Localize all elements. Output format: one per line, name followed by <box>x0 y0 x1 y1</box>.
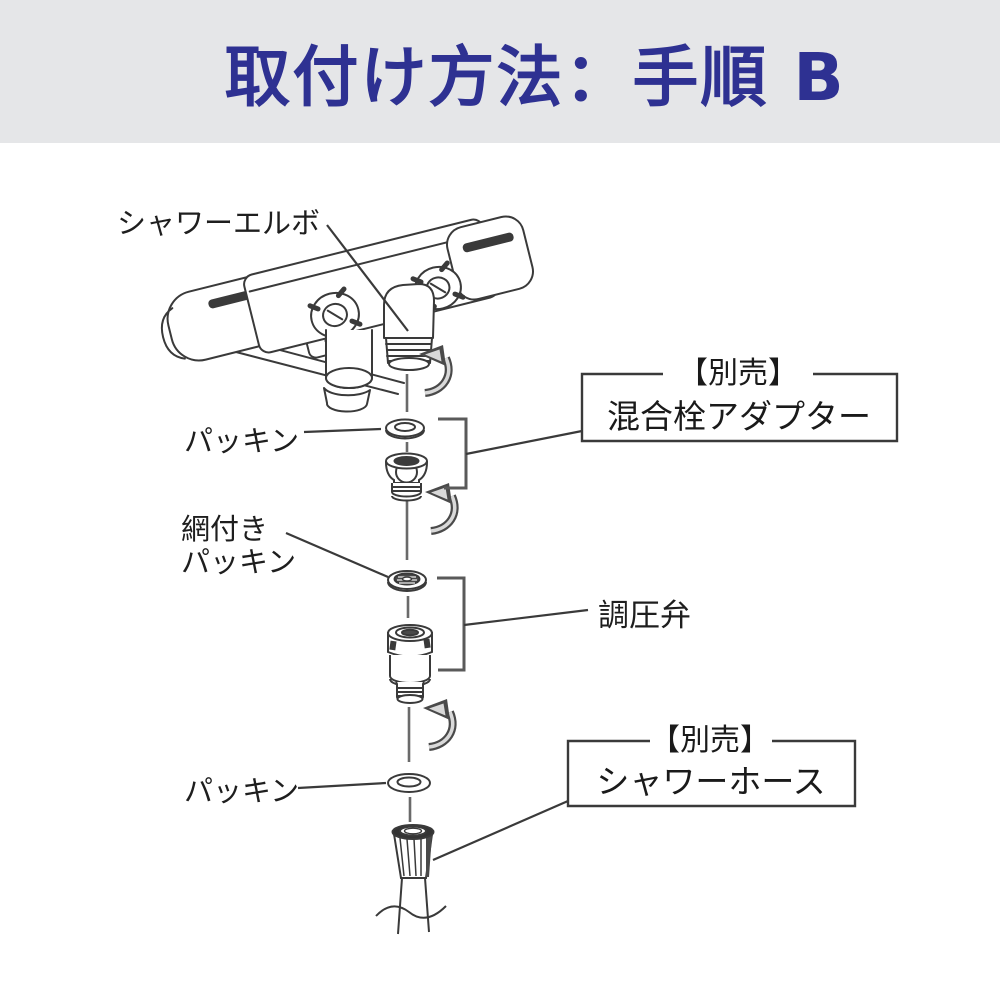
connector-adapter-box <box>465 429 583 456</box>
leader-mesh-packing <box>285 531 389 579</box>
connector-valve-label <box>463 608 589 627</box>
leader-packing-bottom <box>297 781 387 790</box>
mesh-packing-drawing <box>387 570 427 592</box>
label-shower-elbow: シャワーエルボ <box>117 206 320 240</box>
leader-shower-elbow <box>326 224 409 332</box>
bracket-adapter-group <box>438 417 468 490</box>
callout-box-hose: 【別売】 シャワーホース <box>566 723 857 808</box>
label-mesh-packing-line1: 網付き <box>181 512 268 546</box>
label-mesh-packing-line2: パッキン <box>181 545 296 579</box>
adapter-drawing <box>384 452 429 502</box>
assembly-axis-lines <box>405 374 412 822</box>
callout-adapter-label: 混合栓アダプター <box>607 397 871 436</box>
rotate-arrow-icon-bottom <box>423 699 453 747</box>
callout-hose-label: シャワーホース <box>596 762 825 801</box>
packing-top-drawing <box>385 418 425 440</box>
bracket-valve-group <box>437 576 466 672</box>
header-band: 取付け方法：手順 B <box>0 0 1000 143</box>
callout-hose-tag: 【別売】 <box>650 723 770 758</box>
faucet-right-cap <box>446 215 534 301</box>
leader-hose-box <box>432 799 569 862</box>
shower-hose-drawing <box>375 824 447 935</box>
callout-adapter-tag: 【別売】 <box>678 356 798 391</box>
packing-bottom-drawing <box>387 773 431 793</box>
shower-elbow-drawing <box>383 283 435 371</box>
rotate-arrow-icon-middle <box>425 483 455 531</box>
label-packing-bottom: パッキン <box>184 774 299 808</box>
page-title: 取付け方法：手順 B <box>224 38 846 116</box>
faucet-spout <box>323 329 373 413</box>
faucet-drawing <box>160 215 534 413</box>
label-packing-top: パッキン <box>184 424 299 458</box>
label-pressure-valve: 調圧弁 <box>598 598 691 634</box>
pressure-valve-drawing <box>387 624 433 704</box>
leader-packing-top <box>303 427 382 434</box>
callout-box-adapter: 【別売】 混合栓アダプター <box>580 356 899 443</box>
